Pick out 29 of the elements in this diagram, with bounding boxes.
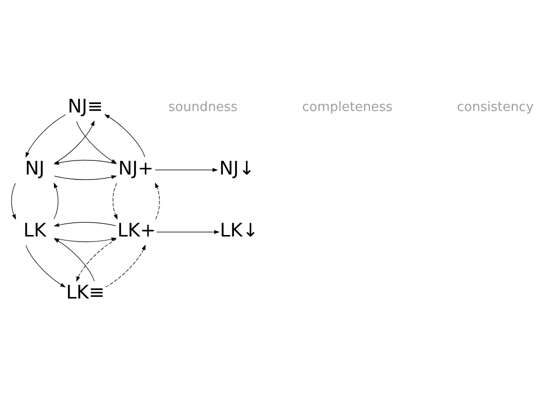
- arrow: [54, 160, 116, 165]
- node-text: LK: [23, 220, 46, 242]
- node-text: LK+: [117, 220, 156, 242]
- arrow: [54, 222, 116, 227]
- arrow: [26, 245, 66, 288]
- arrow: [76, 238, 117, 282]
- arrow: [11, 182, 16, 220]
- node-text: LK≡: [66, 282, 105, 304]
- node-text: NJ≡: [68, 96, 103, 118]
- arrow: [104, 114, 146, 158]
- arrow: [112, 182, 118, 220]
- arrow: [76, 120, 117, 164]
- arrow: [26, 114, 66, 158]
- label: consistency: [457, 100, 534, 116]
- node-text: NJ: [25, 158, 45, 180]
- arrow: [54, 120, 94, 164]
- arrow: [155, 168, 218, 172]
- arrow: [54, 175, 117, 180]
- arrow: [54, 182, 58, 220]
- arrow: [156, 230, 220, 234]
- label: completeness: [302, 100, 393, 116]
- label: soundness: [168, 100, 238, 116]
- node-text: LK↓: [220, 220, 258, 242]
- node-text: NJ+: [118, 158, 154, 180]
- arrow: [154, 182, 160, 220]
- arrow: [54, 238, 95, 282]
- node-text: NJ↓: [219, 158, 255, 180]
- arrow: [105, 244, 146, 288]
- arrow: [54, 237, 117, 242]
